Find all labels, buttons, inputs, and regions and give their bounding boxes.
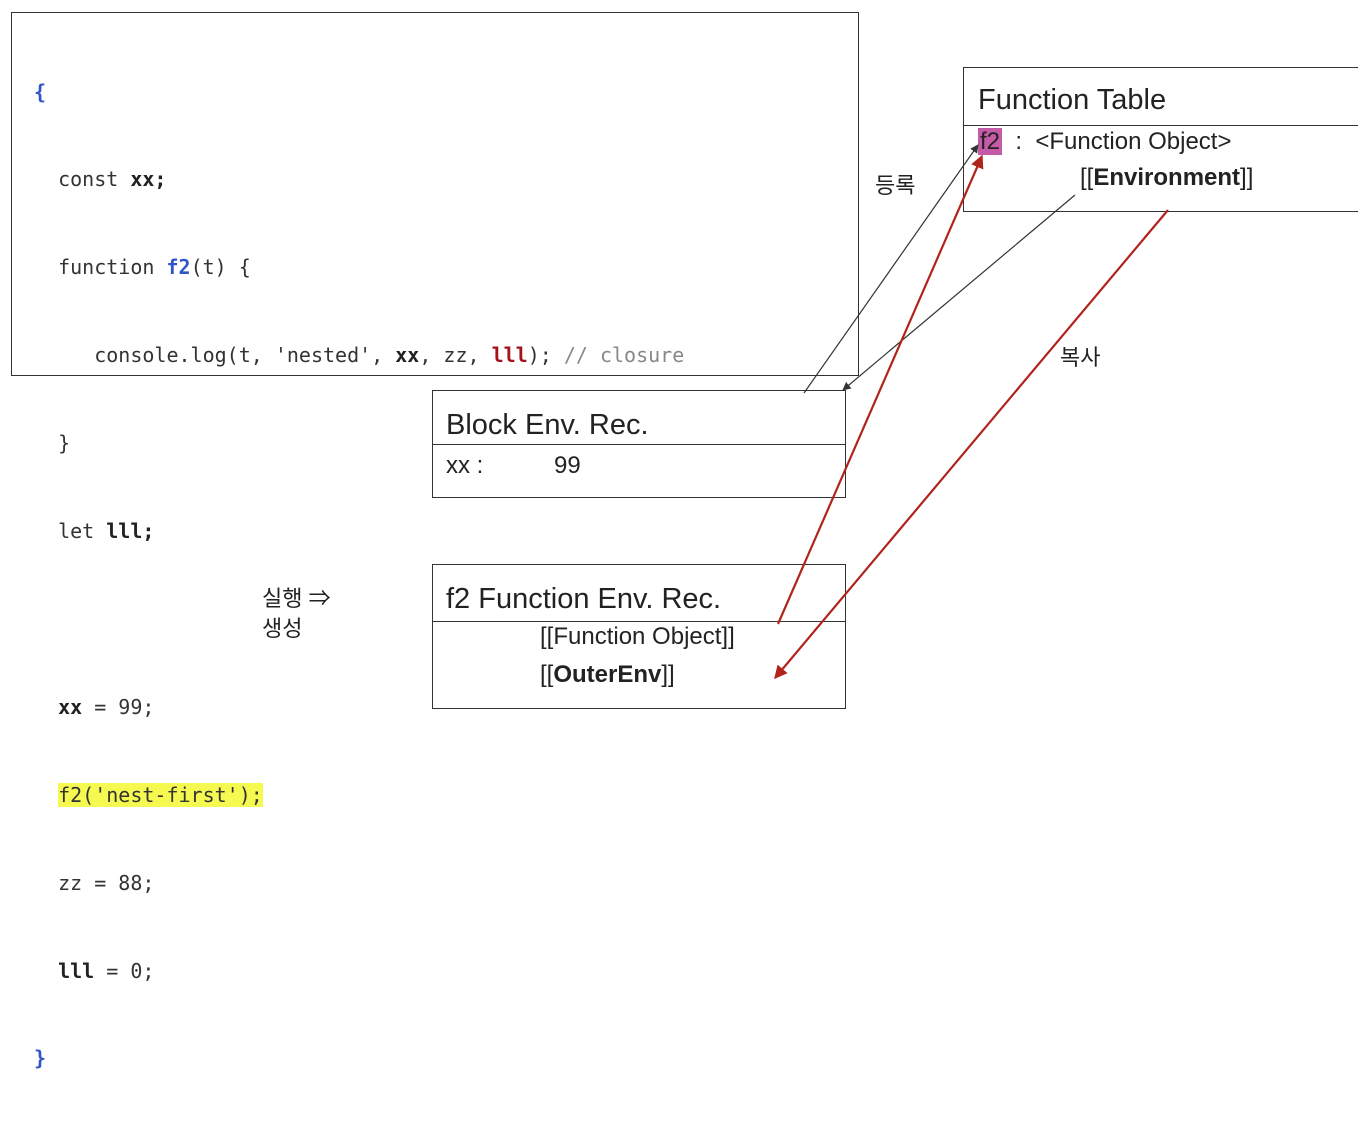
block-env-rec-title: Block Env. Rec.: [446, 409, 649, 441]
function-table-key: f2: [978, 128, 1003, 155]
outer-env-open-bracket: [[: [540, 661, 554, 688]
env-close-bracket: ]]: [1240, 164, 1254, 191]
code-panel: { const xx; function f2(t) { console.log…: [11, 12, 859, 1070]
f2-function-object-slot: [[Function Object]]: [540, 623, 735, 650]
code-close-brace: }: [34, 1046, 47, 1071]
code-assign-zz: zz = 88;: [58, 870, 155, 895]
execute-create-label: 실행 ⇒ 생성: [262, 584, 331, 644]
block-env-rec-box: Block Env. Rec. xx : 99: [432, 390, 846, 498]
register-label: 등록: [875, 173, 916, 198]
code-console-lll: lll: [491, 343, 528, 368]
function-table-title: Function Table: [978, 84, 1167, 116]
function-table-value: <Function Object>: [1035, 128, 1232, 155]
code-console-pre: console.log(t, 'nested',: [58, 343, 396, 368]
block-env-rec-value: 99: [554, 452, 581, 479]
code-call-highlighted: f2('nest-first');: [58, 782, 263, 807]
f2-function-env-rec-box: f2 Function Env. Rec. [[Function Object]…: [432, 564, 846, 709]
copy-label: 복사: [1060, 345, 1101, 370]
f2-function-env-rec-divider: [433, 621, 845, 622]
env-open-bracket: [[: [1080, 164, 1094, 191]
outer-env-label: OuterEnv: [553, 661, 662, 688]
code-open-brace: {: [34, 79, 47, 104]
block-env-rec-key: xx :: [446, 452, 484, 479]
code-assign-lll-var: lll: [58, 958, 95, 983]
code-const-var: xx;: [130, 167, 167, 192]
outer-env-close-bracket: ]]: [661, 661, 675, 688]
function-table-divider: [964, 125, 1358, 126]
function-table-environment: [[Environment]]: [1080, 164, 1253, 192]
code-console-post: );: [527, 343, 564, 368]
environment-arrow: [842, 194, 1076, 391]
code-function-close: }: [58, 431, 71, 456]
code-assign-xx-var: xx: [58, 694, 83, 719]
env-label: Environment: [1093, 164, 1241, 191]
code-assign-xx-value: = 99;: [82, 694, 155, 719]
code-assign-lll-value: = 0;: [94, 958, 155, 983]
f2-outer-env-slot: [[OuterEnv]]: [540, 661, 675, 689]
block-env-rec-divider: [433, 444, 845, 445]
code-console-mid: , zz,: [419, 343, 492, 368]
code-function-keyword: function: [58, 255, 167, 280]
code-console-xx: xx: [395, 343, 420, 368]
code-function-params: (t) {: [190, 255, 251, 280]
code-const-keyword: const: [58, 167, 131, 192]
function-table-entry: f2 : <Function Object>: [978, 128, 1231, 156]
function-table-separator: :: [1002, 128, 1036, 155]
function-table-box: Function Table f2 : <Function Object> [[…: [963, 67, 1358, 212]
execute-label: 실행 ⇒: [262, 586, 331, 611]
create-label: 생성: [262, 616, 303, 641]
code-function-name: f2: [166, 255, 191, 280]
code-let-keyword: let: [58, 519, 107, 544]
code-comment: // closure: [563, 343, 685, 368]
code-let-var: lll;: [106, 519, 155, 544]
f2-function-env-rec-title: f2 Function Env. Rec.: [446, 583, 722, 615]
